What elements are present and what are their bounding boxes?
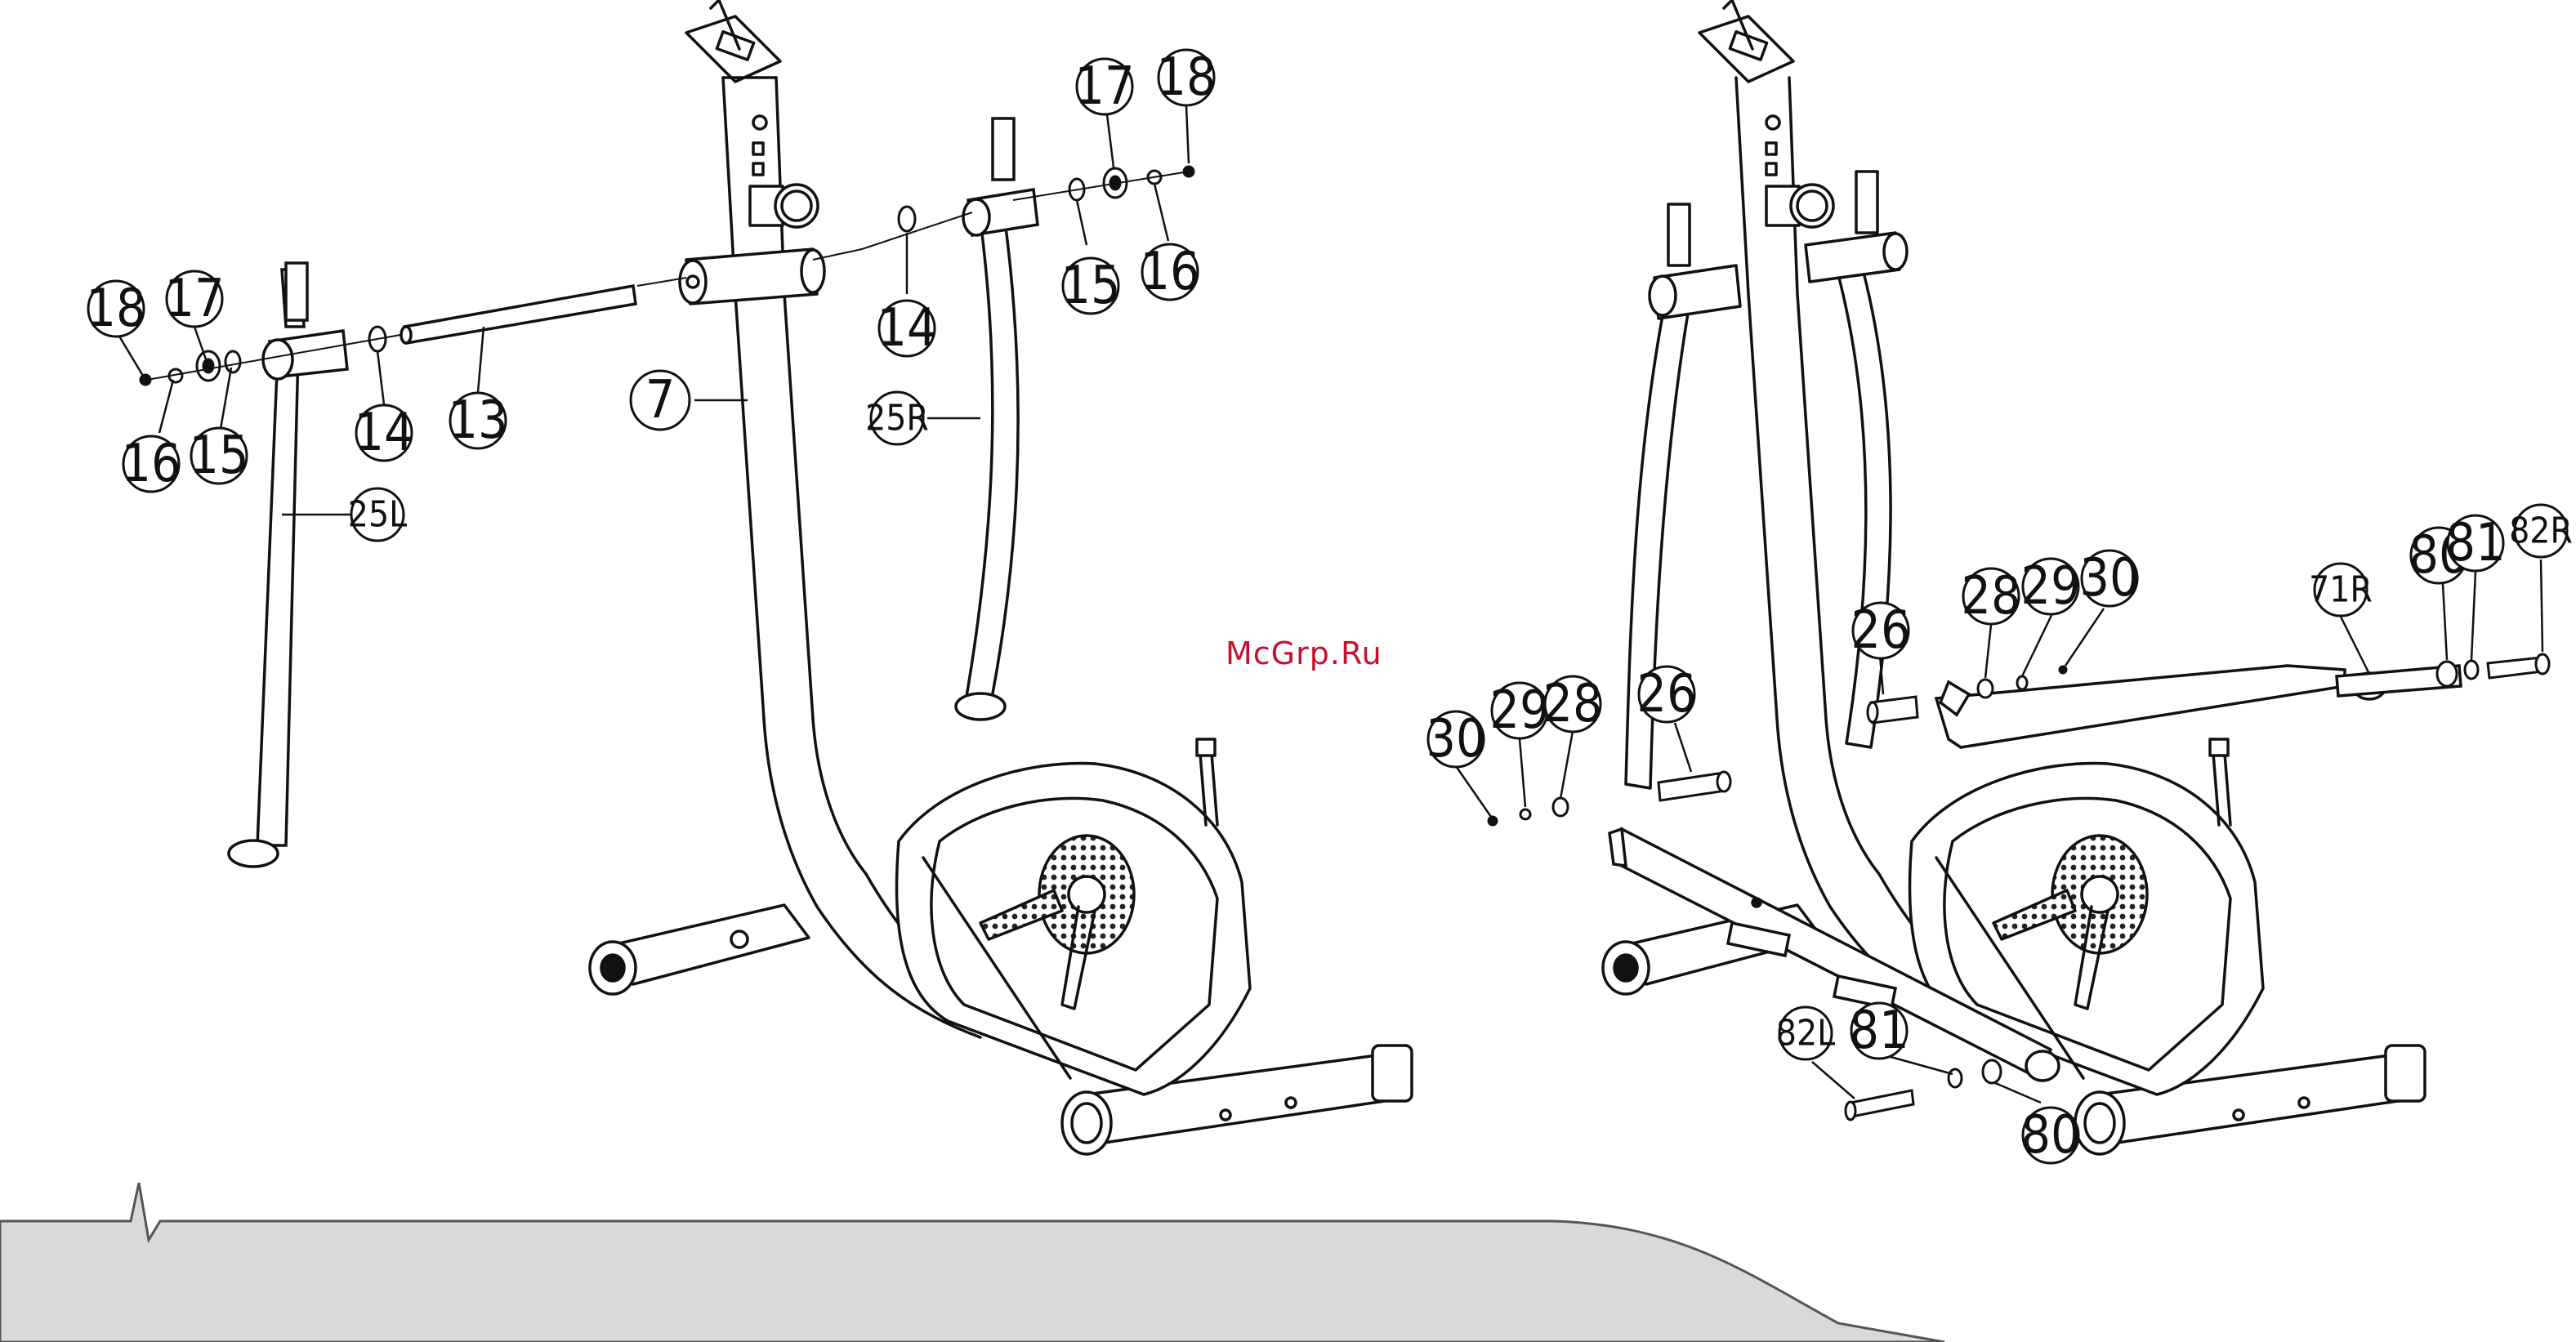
callout-18-left: 18 <box>86 279 145 339</box>
callouts-left: 18 17 16 15 14 13 25L 7 14 25R 15 16 17 … <box>86 47 1216 541</box>
callout-7: 7 <box>631 370 690 430</box>
callout-25R: 25R <box>865 392 929 444</box>
svg-text:14: 14 <box>354 403 413 463</box>
svg-text:18: 18 <box>1156 47 1216 108</box>
footer-band <box>0 1183 1944 1342</box>
svg-text:82L: 82L <box>1776 1013 1835 1054</box>
svg-text:18: 18 <box>86 279 145 339</box>
callout-29-left: 29 <box>1489 680 1549 741</box>
callout-28-left: 28 <box>1542 674 1602 734</box>
svg-text:7: 7 <box>645 370 676 430</box>
svg-text:30: 30 <box>1426 709 1485 769</box>
svg-text:28: 28 <box>1961 566 2020 626</box>
callout-15-right: 15 <box>1060 256 1120 316</box>
watermark-text: McGrp.Ru <box>1225 635 1382 671</box>
svg-text:25L: 25L <box>348 494 407 536</box>
svg-text:81: 81 <box>1849 1001 1909 1061</box>
callout-18-right: 18 <box>1156 47 1216 108</box>
svg-text:71R: 71R <box>2309 569 2373 611</box>
handle-25L-illustration <box>229 263 347 867</box>
callout-17-left: 17 <box>164 269 224 329</box>
callout-26-top: 26 <box>1851 600 1910 661</box>
callout-25L: 25L <box>348 488 407 541</box>
callout-71R: 71R <box>2309 564 2373 616</box>
callout-30-left: 30 <box>1426 709 1485 769</box>
svg-text:15: 15 <box>189 426 248 486</box>
callout-81-bottom: 81 <box>1849 1001 1909 1061</box>
svg-text:81: 81 <box>2445 513 2505 573</box>
svg-text:25R: 25R <box>865 398 929 439</box>
svg-text:13: 13 <box>448 390 507 451</box>
callout-16-right: 16 <box>1140 242 1199 302</box>
svg-text:26: 26 <box>1851 600 1910 661</box>
callout-82L: 82L <box>1776 1007 1835 1059</box>
callout-30-top: 30 <box>2079 548 2139 609</box>
svg-text:14: 14 <box>877 298 936 359</box>
callout-28-top: 28 <box>1961 566 2020 626</box>
callout-14-left: 14 <box>354 403 413 463</box>
svg-text:16: 16 <box>121 434 181 494</box>
callout-82R: 82R <box>2509 505 2573 557</box>
callout-13: 13 <box>448 390 507 451</box>
callout-80-bottom: 80 <box>2020 1105 2080 1166</box>
callout-26-left: 26 <box>1636 664 1696 725</box>
callout-29-top: 29 <box>2020 556 2080 617</box>
svg-text:30: 30 <box>2079 548 2139 609</box>
svg-text:82R: 82R <box>2509 510 2573 552</box>
svg-text:15: 15 <box>1060 256 1120 316</box>
svg-text:17: 17 <box>1074 56 1134 117</box>
callout-15-left: 15 <box>189 426 248 486</box>
svg-text:16: 16 <box>1140 242 1199 302</box>
svg-text:28: 28 <box>1542 674 1602 734</box>
callout-14-right: 14 <box>877 298 936 359</box>
callout-81-top: 81 <box>2445 513 2505 573</box>
svg-text:80: 80 <box>2020 1105 2080 1166</box>
svg-text:26: 26 <box>1636 664 1696 725</box>
axle-13-illustration <box>401 286 636 343</box>
callout-16-left: 16 <box>121 434 181 494</box>
svg-text:17: 17 <box>164 269 224 329</box>
callout-17-right: 17 <box>1074 56 1134 117</box>
svg-text:29: 29 <box>2020 556 2080 617</box>
svg-text:29: 29 <box>1489 680 1549 741</box>
pedal-71R-illustration <box>1936 666 2461 747</box>
